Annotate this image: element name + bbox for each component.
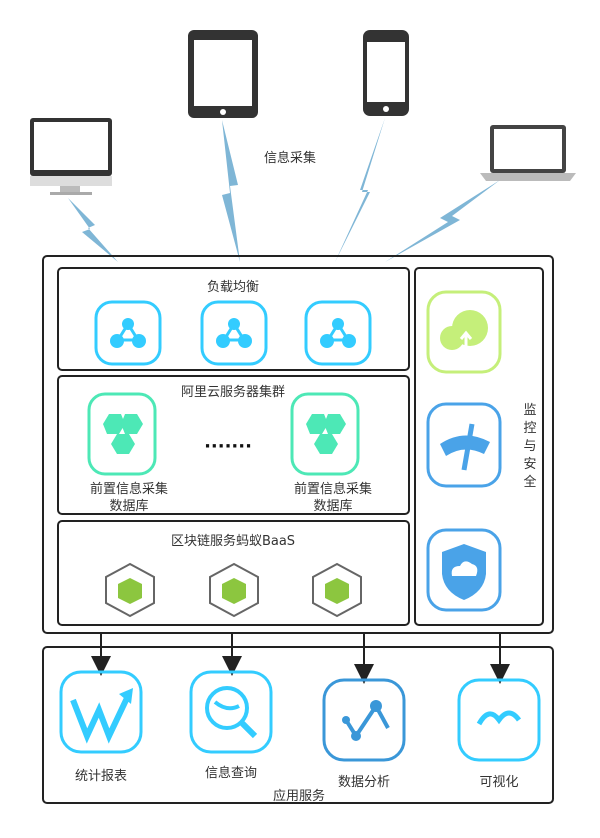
blockchain-title: 区块链服务蚂蚁BaaS <box>171 533 295 549</box>
load-balancer-icon <box>200 300 268 366</box>
db-node-label-line2: 数据库 <box>313 498 352 514</box>
search-query-icon <box>189 670 273 754</box>
monitor-title-char: 监 <box>523 403 536 418</box>
monitor-security-section: 监 控 与 安 全 <box>414 267 544 626</box>
ellipsis: ······· <box>204 436 252 457</box>
blockchain-cube-icon <box>209 562 259 618</box>
monitor-title-char: 安 <box>523 457 536 472</box>
server-cluster-section: 阿里云服务器集群 ······· 前置信息采集 数据库 前置信息采集 数据库 <box>57 375 410 515</box>
app-services-title: 应用服务 <box>273 788 325 804</box>
platform-container <box>42 255 554 634</box>
data-analysis-icon <box>322 678 406 762</box>
load-balance-title: 负载均衡 <box>207 280 259 295</box>
monitor-title-char: 与 <box>523 439 536 454</box>
app-label: 统计报表 <box>75 769 127 784</box>
app-label: 数据分析 <box>338 775 390 790</box>
cloud-shield-icon <box>426 528 502 612</box>
tablet-icon <box>188 30 258 118</box>
app-services-section: 统计报表 信息查询 数据分析 可视化 应用服务 <box>42 646 554 804</box>
database-icon <box>87 392 157 476</box>
desktop-monitor-icon <box>30 118 112 195</box>
blockchain-section: 区块链服务蚂蚁BaaS <box>57 520 410 626</box>
blockchain-cube-icon <box>312 562 362 618</box>
wireless-link-icons <box>68 118 500 262</box>
dashboard-gauge-icon <box>426 402 502 488</box>
db-node-label-line2: 数据库 <box>109 498 148 514</box>
trend-chart-icon <box>59 670 143 754</box>
blockchain-cube-icon <box>105 562 155 618</box>
info-collection-label: 信息采集 <box>264 150 316 166</box>
load-balance-section: 负载均衡 <box>57 267 410 371</box>
phone-icon <box>363 30 409 116</box>
load-balancer-icon <box>304 300 372 366</box>
visualization-icon <box>457 678 541 762</box>
laptop-icon <box>480 125 576 181</box>
monitor-title-char: 全 <box>523 474 536 490</box>
app-label: 可视化 <box>479 775 518 790</box>
data-flow-arrows <box>91 633 510 684</box>
server-cluster-title: 阿里云服务器集群 <box>181 384 285 400</box>
cloud-upload-icon <box>426 290 502 374</box>
load-balancer-icon <box>94 300 162 366</box>
monitor-title-char: 控 <box>523 421 536 436</box>
app-label: 信息查询 <box>205 765 257 781</box>
db-node-label-line1: 前置信息采集 <box>90 481 168 497</box>
database-icon <box>290 392 360 476</box>
db-node-label-line1: 前置信息采集 <box>294 481 372 497</box>
